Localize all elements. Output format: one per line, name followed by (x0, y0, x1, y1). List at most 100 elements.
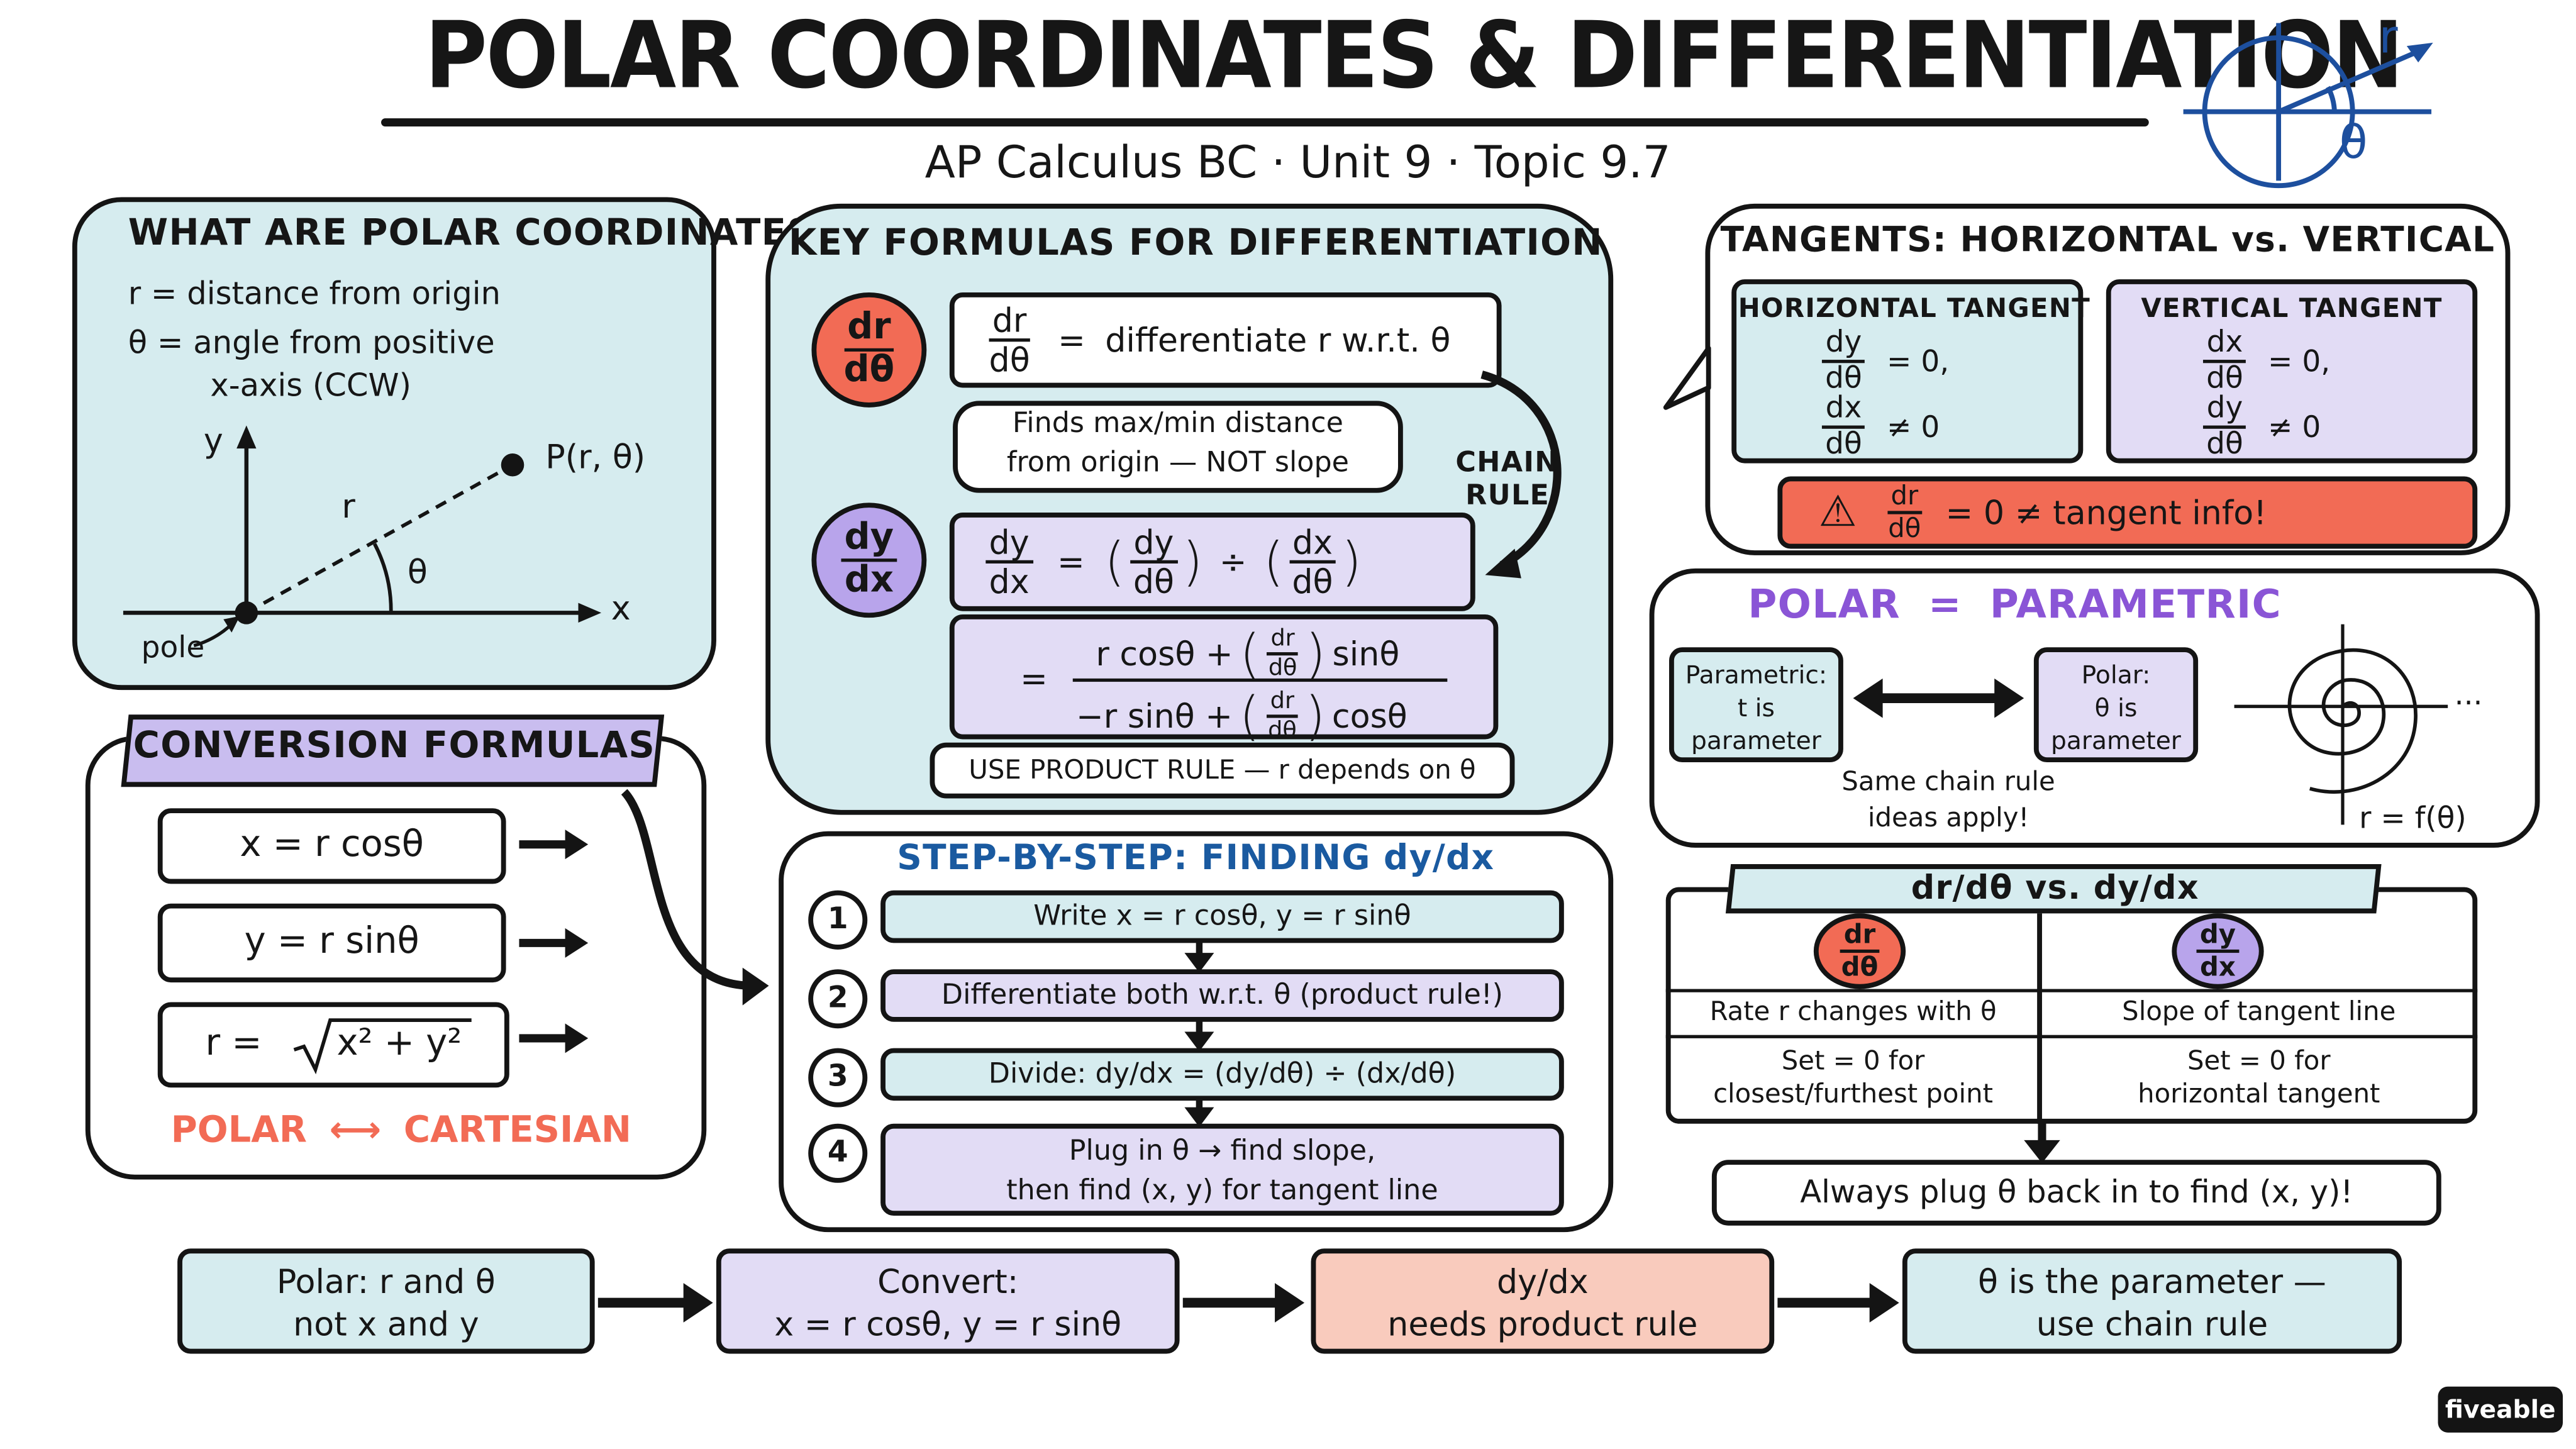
c-dx: dx (2199, 951, 2236, 983)
badge-dr: dr (843, 309, 894, 352)
warn-dtheta: dθ (1888, 513, 1921, 544)
compare-left-set-2: closest/furthest point (1713, 1077, 1994, 1109)
v1-dx: dx (2203, 328, 2246, 364)
compare-down-arrow (2024, 1120, 2060, 1163)
tangents-heading: TANGENTS: HORIZONTAL vs. VERTICAL (1720, 220, 2496, 260)
flow-1-line2: not x and y (293, 1304, 479, 1344)
compare-panel (1665, 887, 2478, 1124)
fraction-bar (1072, 678, 1448, 682)
h1-dy: dy (1822, 328, 1865, 364)
what-are-panel (72, 197, 716, 691)
h2-ne0: ≠ 0 (1886, 409, 1940, 445)
compare-divider-h2 (1665, 1035, 2478, 1038)
step-4-text: Plug in θ → find slope, (1069, 1135, 1376, 1169)
vertical-tangent-box (2106, 279, 2478, 464)
pole-label: pole (141, 631, 205, 665)
expanded-eq: = (1020, 658, 1048, 699)
flow-step-4: θ is the parameter — use chain rule (1902, 1248, 2402, 1354)
polar-line3: parameter (2051, 726, 2181, 756)
q-dx: dx (989, 562, 1030, 602)
v1-dtheta: dθ (2206, 361, 2243, 396)
compare-left-rate: Rate r changes with θ (1709, 995, 1997, 1027)
step-3-number: 3 (808, 1048, 868, 1108)
flow-step-1: Polar: r and θ not x and y (177, 1248, 595, 1354)
v1-eq0: = 0, (2268, 344, 2331, 379)
distance-bubble (953, 401, 1403, 493)
polar-line2: θ is (2094, 693, 2138, 723)
step-1-box: Write x = r cosθ, y = r sinθ (880, 890, 1564, 943)
q-eq: = (1057, 542, 1085, 582)
polar-axes-icon (2183, 23, 2433, 189)
v2-ne0: ≠ 0 (2268, 409, 2321, 445)
flow-2-line1: Convert: (877, 1262, 1019, 1301)
heading-parametric: PARAMETRIC (1989, 581, 2282, 628)
def-eq: = (1058, 320, 1085, 360)
num-b: sinθ (1332, 634, 1400, 674)
footer-arrow: ⟷ (329, 1110, 382, 1152)
c-dr: dr (1840, 921, 1879, 953)
v2-dtheta: dθ (2206, 427, 2243, 462)
y-conversion-box: y = r sinθ (157, 903, 506, 983)
compare-divider-v (2037, 913, 2042, 1124)
sqrt-sign (293, 1018, 472, 1075)
page-title: POLAR COORDINATES & DIFFERENTIATION (425, 3, 2404, 111)
key-formulas-heading: KEY FORMULAS FOR DIFFERENTIATION (788, 223, 1603, 265)
polar-line1: Polar: (2081, 660, 2151, 691)
step-2-text: Differentiate both w.r.t. θ (product rul… (941, 979, 1503, 1013)
step-2-box: Differentiate both w.r.t. θ (product rul… (880, 969, 1564, 1022)
point-label: P(r, θ) (545, 436, 646, 477)
badge-dtheta: dθ (843, 350, 895, 391)
angle-label: θ (407, 552, 428, 592)
steps-heading: STEP-BY-STEP: FINDING dy/dx (897, 838, 1495, 877)
bubble-line1: Finds max/min distance (1012, 407, 1343, 441)
polar-icon-r: r (2379, 9, 2398, 64)
flow-step-3: dy/dx needs product rule (1311, 1248, 1775, 1354)
compare-right-set-1: Set = 0 for (2187, 1045, 2331, 1076)
spiral-graph (2234, 624, 2448, 825)
def-dtheta: dθ (989, 340, 1030, 380)
r-conversion-box: r = x² + y² (157, 1002, 509, 1088)
compare-right-set-2: horizontal tangent (2138, 1077, 2380, 1109)
q-dy2: dy (1130, 526, 1177, 564)
flow-3-line1: dy/dx (1496, 1262, 1589, 1301)
chain-note-2: ideas apply! (1867, 801, 2029, 833)
step-4-text-2: then find (x, y) for tangent line (1006, 1174, 1438, 1208)
conversion-footer: POLAR ⟷ CARTESIAN (171, 1111, 631, 1152)
q-dtheta: dθ (1133, 562, 1174, 602)
product-rule-note: USE PRODUCT RULE — r depends on θ (930, 742, 1515, 799)
flow-4-line2: use chain rule (2036, 1304, 2268, 1344)
badge-dx: dx (844, 560, 894, 602)
chain-rule-arrow (1480, 370, 1562, 579)
conversion-heading: CONVERSION FORMULAS (133, 726, 656, 767)
heading-eq: = (1928, 581, 1962, 628)
compare-left-set-1: Set = 0 for (1781, 1045, 1925, 1076)
def-dr: dr (989, 304, 1030, 342)
axis-y-label: y (203, 420, 223, 460)
step-4-number: 4 (808, 1123, 868, 1183)
step-1-number: 1 (808, 890, 868, 950)
heading-polar: POLAR (1748, 581, 1901, 628)
q-dx2: dx (1289, 526, 1336, 564)
radius-label: r (341, 486, 355, 526)
q-dtheta2: dθ (1292, 562, 1333, 602)
flow-4-line1: θ is the parameter — (1978, 1262, 2326, 1301)
c-dy: dy (2196, 921, 2240, 953)
chain-rule-label-2: RULE (1465, 479, 1550, 513)
den-dtheta: dθ (1268, 718, 1297, 745)
plug-back-text: Always plug θ back in to find (x, y)! (1800, 1174, 2353, 1211)
step-3-text: Divide: dy/dx = (dy/dθ) ÷ (dx/dθ) (988, 1058, 1457, 1091)
den-dr: dr (1267, 690, 1298, 718)
what-are-line3: x-axis (CCW) (210, 368, 411, 404)
title-underline (381, 118, 2149, 127)
step-2-number: 2 (808, 969, 868, 1029)
